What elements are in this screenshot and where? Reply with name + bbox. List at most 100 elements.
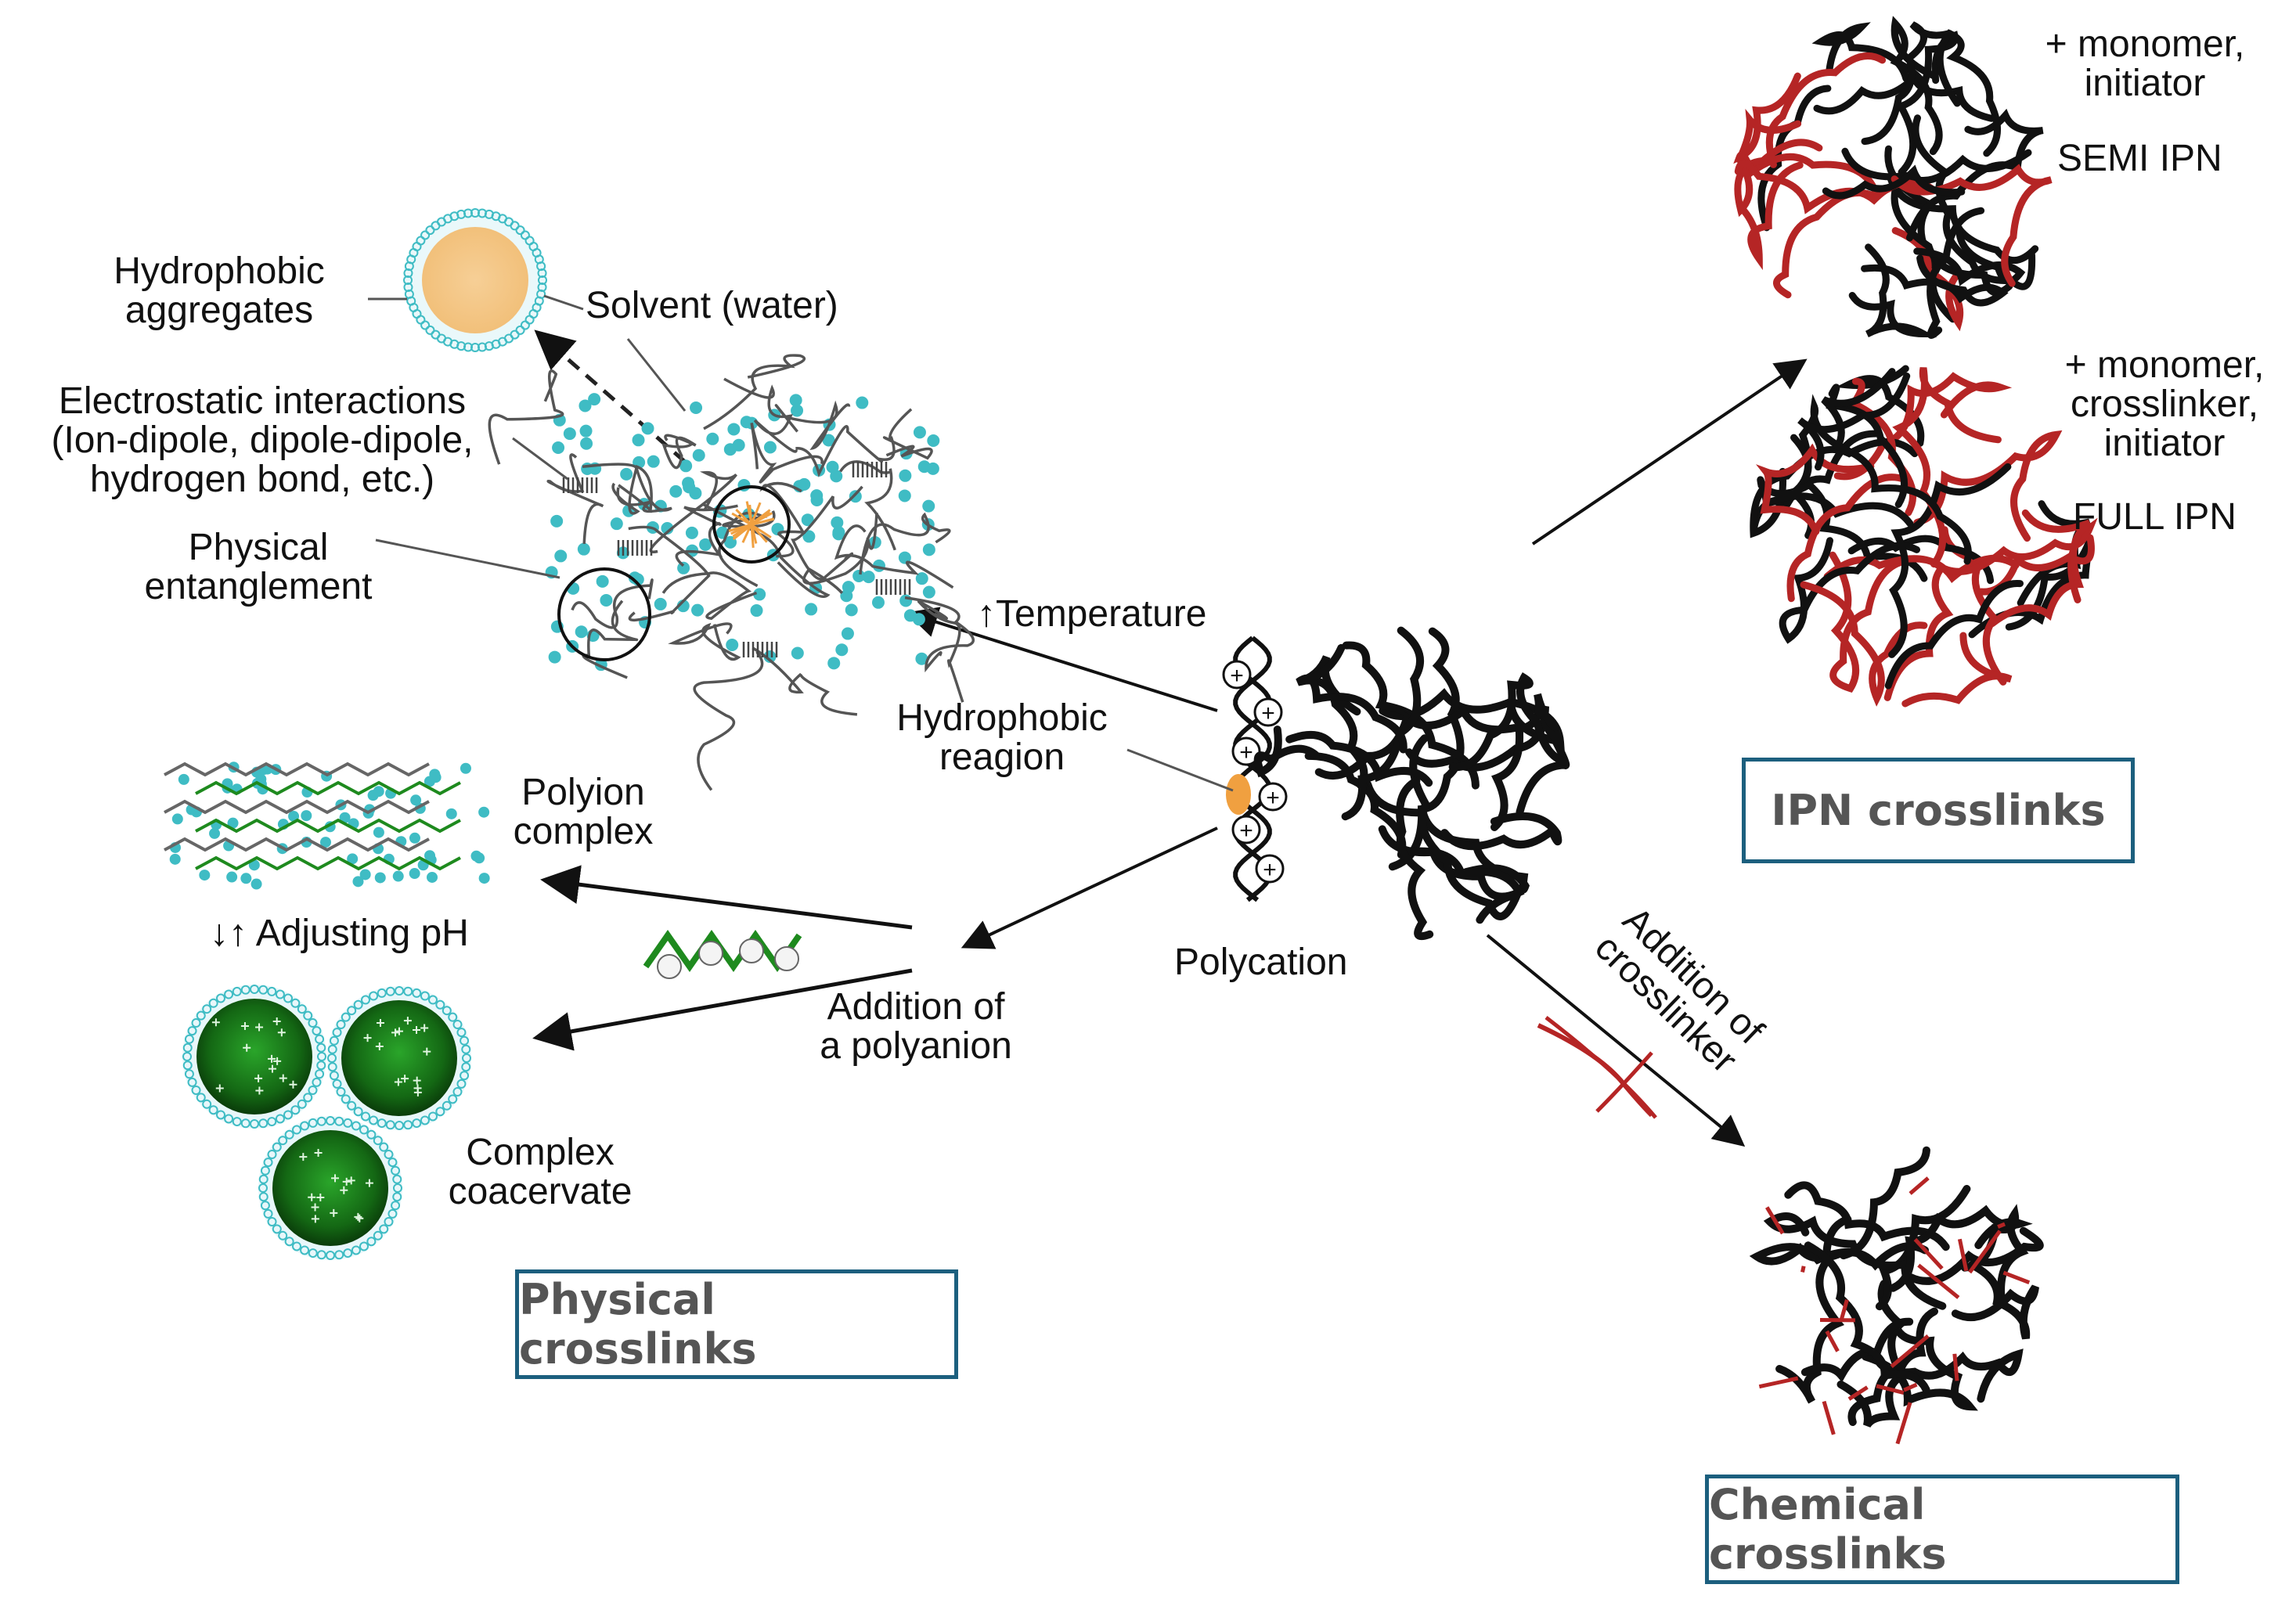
polyion-dot (368, 790, 379, 801)
solvent-dot (872, 596, 885, 609)
coacervate-droplet (272, 1130, 388, 1246)
semi-ipn-strand (1852, 247, 1923, 334)
crosslink-bond (1955, 1354, 1957, 1381)
crosslink-bond (1998, 1224, 2005, 1227)
ipn-crosslinks-box: IPN crosslinks (1742, 758, 2135, 863)
crosslink-bond (1802, 1266, 1804, 1273)
solvent-dot (923, 586, 935, 599)
solvent-dot (849, 490, 862, 502)
solvent-dot (831, 517, 843, 529)
solvent-dot (856, 397, 868, 409)
semi-ipn-network-icon (1738, 23, 2051, 336)
solvent-dot (899, 470, 911, 482)
arrows-group (540, 335, 1802, 1143)
semi-ipn-strand (1940, 34, 1997, 153)
solvent-dot (552, 441, 564, 454)
semi-ipn-note: + monomer,initiator (2012, 25, 2278, 103)
polycation-label: Polycation (1174, 943, 1347, 982)
arrow-to-ipn (1533, 362, 1802, 544)
solvent-dot (633, 434, 645, 446)
polyion-dot (460, 763, 471, 774)
polyanion-chain-icon (646, 935, 799, 978)
solvent-dot (600, 594, 612, 607)
solvent-dot (706, 433, 719, 445)
solvent-dot (764, 441, 777, 454)
crosslink-bond (1827, 1331, 1838, 1352)
polymer-strand (752, 648, 857, 715)
polyion-dot (170, 854, 181, 865)
solvent-dot (549, 651, 561, 664)
crosslink-bond (1759, 1378, 1797, 1387)
solvent-pointer-line (628, 339, 685, 411)
polyion-dot (226, 872, 237, 883)
polyion-dot (251, 879, 262, 890)
temperature-label: ↑Temperature (977, 595, 1206, 634)
solvent-dot (927, 434, 939, 447)
solvent-dot (575, 625, 588, 638)
solvent-dot (597, 575, 609, 588)
polyion-dot (375, 872, 386, 883)
solvent-dot (922, 500, 935, 513)
solvent-dot (683, 481, 695, 493)
solvent-dot (578, 543, 590, 556)
polyion-dot (410, 794, 421, 805)
full-ipn-note: + monomer,crosslinker,initiator (2035, 346, 2294, 463)
solvent-dot (580, 425, 593, 438)
solvent-dot (842, 581, 855, 593)
polyion-dot (393, 871, 404, 882)
polyion-chain (164, 839, 429, 850)
polyion-chain (164, 801, 429, 812)
adjusting-ph-label: ↓↑ Adjusting pH (210, 914, 469, 953)
solvent-label: Solvent (water) (586, 286, 838, 326)
solvent-dot (690, 402, 702, 414)
solvent-dot (751, 604, 763, 617)
electrostatic-interactions-label: Electrostatic interactions(Ion-dipole, d… (0, 382, 524, 499)
polyion-dot (479, 873, 490, 884)
solvent-dot (923, 543, 935, 556)
crosslink-bond (1915, 1240, 1941, 1269)
polyion-dot (301, 810, 312, 821)
full-ipn-label: FULL IPN (2073, 498, 2237, 537)
solvent-dot (669, 485, 682, 498)
solvent-dot (550, 515, 563, 528)
solvent-dot (913, 613, 925, 625)
polyion-chain (164, 764, 429, 775)
polymer-strand (752, 423, 822, 482)
solvent-dot (927, 463, 939, 475)
polyion-dot (474, 852, 485, 863)
solvent-dot (691, 604, 704, 617)
solvent-dot (914, 426, 926, 438)
hydrophobic-patch (1226, 774, 1251, 815)
arrow-to-polyanion (967, 828, 1217, 945)
polyion-dot (352, 876, 363, 887)
solvent-dot (693, 449, 705, 462)
polyion-dot (424, 850, 435, 861)
crosslink-bond (1898, 1403, 1910, 1444)
coacervate-droplet (196, 999, 312, 1114)
solvent-dot (790, 394, 802, 406)
negative-charge-icon (699, 942, 723, 965)
polymer-strand (905, 598, 973, 669)
polymer-strand (694, 652, 762, 790)
solvent-dot (588, 393, 600, 405)
charge-symbol: + (1239, 818, 1253, 844)
solvent-dot (845, 603, 858, 616)
polymer-strand (676, 506, 737, 566)
solvent-dot (827, 461, 839, 474)
polyion-dot (172, 813, 183, 824)
negative-charge-icon (775, 947, 798, 970)
polyion-dot (373, 827, 384, 838)
chemical-network-icon (1757, 1150, 2039, 1444)
crosslink-bond (2003, 1273, 2029, 1283)
micelle-core (422, 227, 528, 333)
negative-charge-icon (740, 939, 763, 963)
polycation-network-icon (1258, 631, 1566, 937)
chem-network-strand (1955, 1265, 2035, 1338)
polyion-complex-icon (164, 762, 490, 889)
polyion-dot (240, 873, 251, 884)
